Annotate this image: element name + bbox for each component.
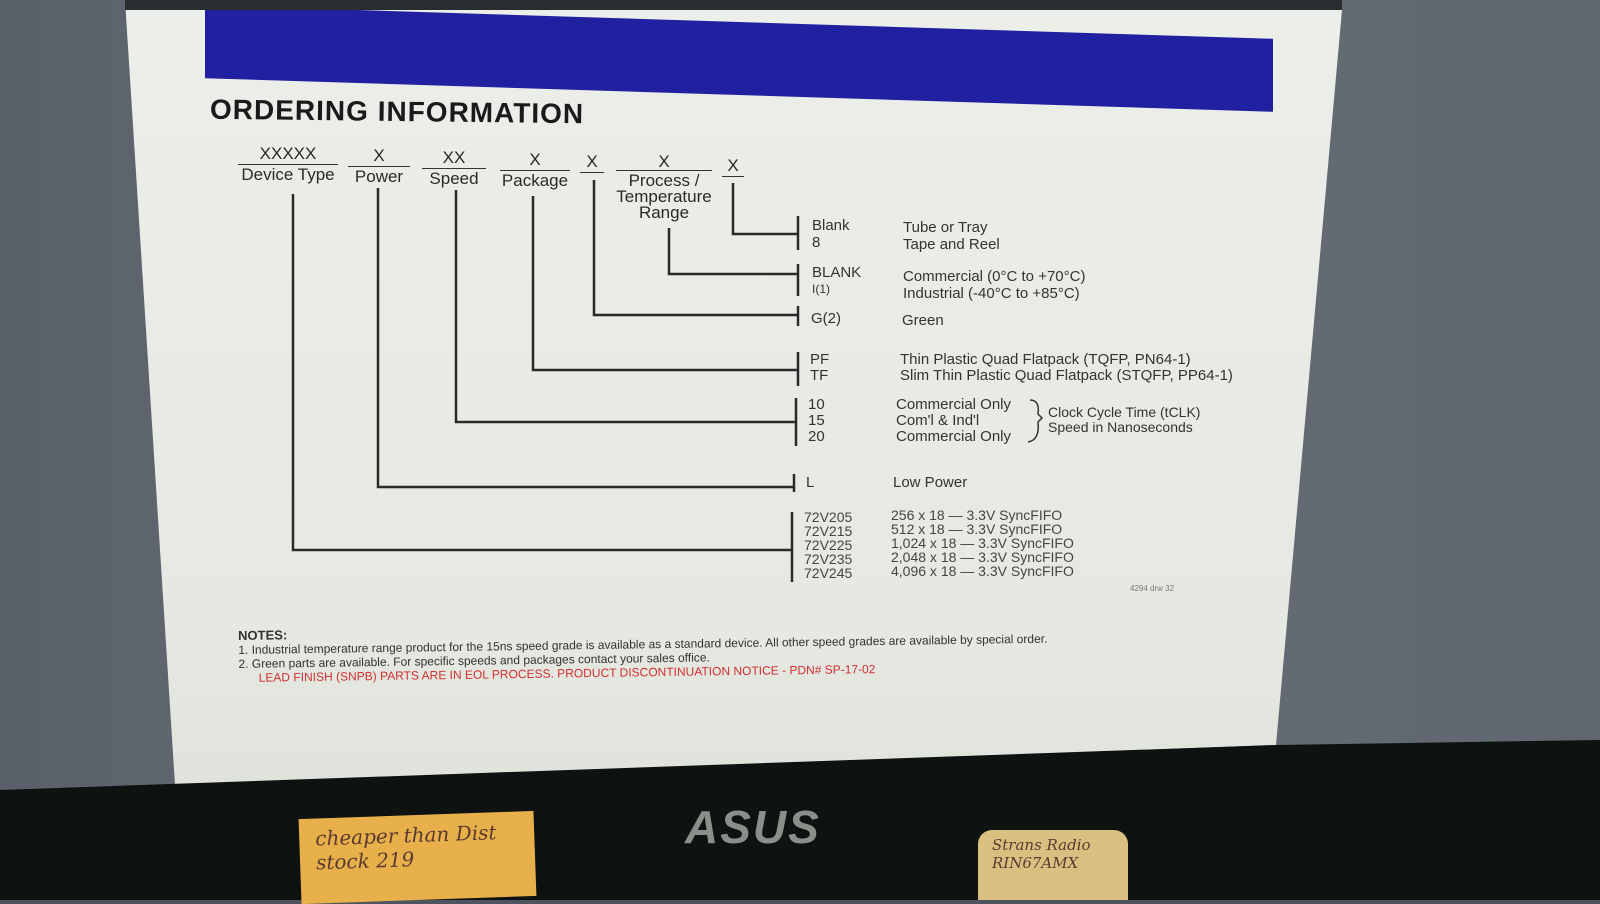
option-desc: Com'l & Ind'l: [896, 412, 980, 429]
option-desc: Industrial (-40°C to +85°C): [903, 285, 1080, 302]
option-code: BLANK: [812, 264, 862, 281]
field-code: X: [373, 146, 385, 165]
field-code: X: [580, 152, 604, 173]
field-code: X: [529, 150, 541, 169]
field-label: Device Type: [238, 164, 338, 185]
option-code: 72V215: [804, 523, 853, 539]
option-code: 15: [808, 412, 825, 429]
option-code-power: L: [806, 474, 815, 491]
option-code: 72V225: [804, 537, 853, 553]
notes-section: NOTES: 1. Industrial temperature range p…: [238, 617, 1048, 685]
option-code: 72V245: [804, 565, 853, 581]
field-label: Package: [500, 170, 570, 190]
option-code: 72V235: [804, 551, 853, 567]
field-label: Process / Temperature Range: [616, 170, 712, 222]
option-desc: Slim Thin Plastic Quad Flatpack (STQFP, …: [900, 367, 1233, 384]
option-desc: Commercial Only: [896, 428, 1012, 445]
option-code: 72V205: [804, 509, 853, 525]
option-code-green: G(2): [811, 310, 841, 327]
field-label: Speed: [422, 168, 486, 189]
option-code: PF: [810, 351, 830, 368]
option-code: 10: [808, 396, 825, 413]
speed-note: Clock Cycle Time (tCLK)Speed in Nanoseco…: [1048, 405, 1200, 435]
speed-note-line: Clock Cycle Time (tCLK): [1048, 404, 1201, 420]
option-descs-package: Thin Plastic Quad Flatpack (TQFP, PN64-1…: [900, 352, 1233, 384]
asus-logo: ASUS: [685, 801, 821, 853]
option-desc: Commercial (0°C to +70°C): [903, 268, 1086, 285]
option-code: TF: [810, 367, 829, 384]
field-code: XX: [442, 148, 466, 167]
option-code: Blank: [812, 217, 850, 234]
option-desc: 256 x 18 — 3.3V SyncFIFO: [891, 507, 1063, 523]
field-green: X: [580, 152, 604, 173]
option-desc: 4,096 x 18 — 3.3V SyncFIFO: [891, 563, 1074, 579]
monitor-top-edge: [125, 0, 1342, 10]
option-desc: 2,048 x 18 — 3.3V SyncFIFO: [891, 549, 1074, 565]
option-code: 8: [812, 234, 821, 251]
field-label: Power: [348, 166, 410, 187]
field-code: XXXXX: [259, 144, 317, 163]
option-desc: Thin Plastic Quad Flatpack (TQFP, PN64-1…: [900, 351, 1191, 368]
option-desc: Tape and Reel: [903, 236, 1000, 253]
option-desc: Commercial Only: [896, 396, 1012, 413]
field-code: X: [722, 156, 744, 177]
field-shipping: X: [722, 156, 744, 177]
option-code: 20: [808, 428, 825, 445]
option-desc: Tube or Tray: [903, 219, 988, 236]
option-descs-temperature: Commercial (0°C to +70°C)Industrial (-40…: [903, 268, 1085, 302]
speed-note-line: Speed in Nanoseconds: [1048, 419, 1193, 435]
option-desc-power: Low Power: [893, 474, 968, 491]
field-code: X: [658, 152, 670, 171]
option-desc: 1,024 x 18 — 3.3V SyncFIFO: [891, 535, 1074, 551]
option-desc: 512 x 18 — 3.3V SyncFIFO: [891, 521, 1063, 537]
option-desc-green: Green: [902, 312, 944, 329]
drawing-id: 4294 drw 32: [1130, 584, 1175, 593]
option-code: I(1): [812, 282, 830, 296]
sticky-note-right: Strans Radio RIN67AMX: [978, 830, 1128, 900]
sticky-note-left: cheaper than Dist stock 219: [298, 810, 537, 904]
